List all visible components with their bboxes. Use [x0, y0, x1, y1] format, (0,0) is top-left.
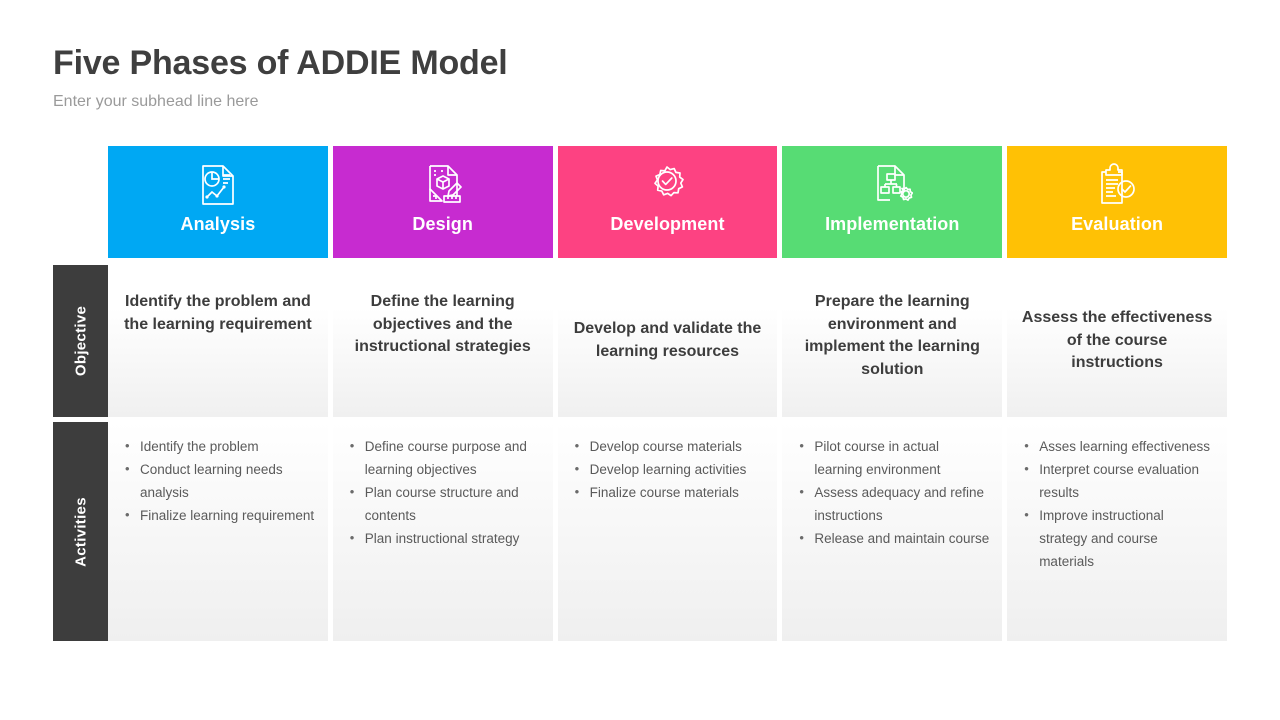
list-item: Plan course structure and contents: [347, 481, 541, 528]
list-item: Conduct learning needs analysis: [122, 458, 316, 505]
objective-text-analysis: Identify the problem and the learning re…: [124, 293, 312, 333]
list-item: Finalize learning requirement: [122, 504, 316, 528]
phase-name-analysis: Analysis: [180, 214, 256, 234]
phase-columns: Analysis Identify the problem and the le…: [108, 146, 1227, 641]
objective-cell-implementation: Prepare the learning environment and imp…: [782, 265, 1003, 417]
objective-cell-development: Develop and validate the learning resour…: [557, 265, 778, 417]
document-pie-chart-analysis-icon: [197, 162, 239, 208]
objective-text-implementation: Prepare the learning environment and imp…: [804, 293, 980, 379]
document-cube-pencil-ruler-design-icon: [422, 162, 464, 208]
gear-check-development-icon: [645, 162, 689, 208]
list-item: Plan instructional strategy: [347, 527, 541, 551]
phase-column-design: Design Define the learning objectives an…: [332, 146, 553, 641]
row-label-activities-text: Activities: [72, 496, 89, 567]
phase-header-evaluation[interactable]: Evaluation: [1007, 146, 1227, 258]
phase-column-implementation: Implementation Prepare the learning envi…: [782, 146, 1003, 641]
objective-cell-analysis: Identify the problem and the learning re…: [108, 265, 328, 417]
activities-list-analysis: Identify the problem Conduct learning ne…: [122, 435, 316, 528]
objective-text-development: Develop and validate the learning resour…: [573, 320, 762, 360]
objective-cell-design: Define the learning objectives and the i…: [332, 265, 553, 417]
document-flowchart-gear-implementation-icon: [871, 162, 914, 208]
phase-column-development: Development Develop and validate the lea…: [557, 146, 778, 641]
list-item: Finalize course materials: [572, 481, 766, 505]
activities-list-design: Define course purpose and learning objec…: [347, 435, 541, 551]
row-label-activities: Activities: [53, 422, 108, 641]
activities-cell-development: Develop course materials Develop learnin…: [557, 422, 778, 641]
phase-name-design: Design: [412, 214, 473, 234]
list-item: Pilot course in actual learning environm…: [796, 435, 990, 482]
list-item: Develop course materials: [572, 435, 766, 459]
list-item: Define course purpose and learning objec…: [347, 435, 541, 482]
list-item: Release and maintain course: [796, 527, 990, 551]
activities-list-implementation: Pilot course in actual learning environm…: [796, 435, 990, 551]
list-item: Interpret course evaluation results: [1021, 458, 1215, 505]
page-subtitle: Enter your subhead line here: [53, 93, 259, 110]
phase-header-implementation[interactable]: Implementation: [782, 146, 1003, 258]
phase-name-evaluation: Evaluation: [1071, 214, 1164, 234]
list-item: Assess adequacy and refine instructions: [796, 481, 990, 528]
activities-list-evaluation: Asses learning effectiveness Interpret c…: [1021, 435, 1215, 574]
list-item: Asses learning effectiveness: [1021, 435, 1215, 459]
row-label-objective-text: Objective: [72, 305, 89, 377]
phase-header-design[interactable]: Design: [332, 146, 553, 258]
phase-column-evaluation: Evaluation Assess the effectiveness of t…: [1007, 146, 1227, 641]
clipboard-check-evaluation-icon: [1096, 162, 1138, 208]
phase-column-analysis: Analysis Identify the problem and the le…: [108, 146, 328, 641]
phase-name-implementation: Implementation: [825, 214, 960, 234]
list-item: Improve instructional strategy and cours…: [1021, 504, 1215, 574]
list-item: Develop learning activities: [572, 458, 766, 482]
phase-header-analysis[interactable]: Analysis: [108, 146, 328, 258]
objective-text-design: Define the learning objectives and the i…: [354, 293, 531, 356]
phase-header-development[interactable]: Development: [557, 146, 778, 258]
activities-cell-design: Define course purpose and learning objec…: [332, 422, 553, 641]
list-item: Identify the problem: [122, 435, 316, 459]
row-label-objective: Objective: [53, 265, 108, 417]
activities-list-development: Develop course materials Develop learnin…: [572, 435, 766, 505]
activities-cell-implementation: Pilot course in actual learning environm…: [782, 422, 1003, 641]
activities-cell-analysis: Identify the problem Conduct learning ne…: [108, 422, 328, 641]
page-title: Five Phases of ADDIE Model: [53, 44, 508, 82]
objective-cell-evaluation: Assess the effectiveness of the course i…: [1007, 265, 1227, 417]
addie-matrix: Objective Activities: [53, 146, 1227, 641]
activities-cell-evaluation: Asses learning effectiveness Interpret c…: [1007, 422, 1227, 641]
objective-text-evaluation: Assess the effectiveness of the course i…: [1021, 308, 1213, 372]
phase-name-development: Development: [610, 214, 725, 234]
